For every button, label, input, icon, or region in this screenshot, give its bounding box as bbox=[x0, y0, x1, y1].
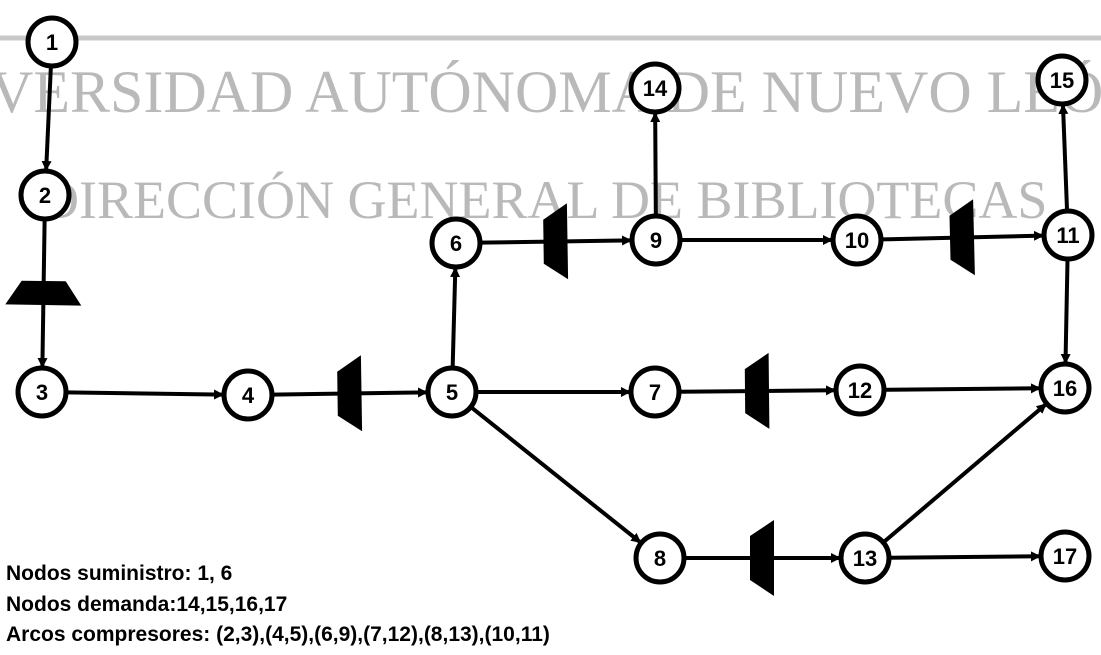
node-circle bbox=[425, 365, 479, 419]
compressor-7-12 bbox=[744, 352, 770, 429]
edge-1-2 bbox=[41, 65, 53, 172]
node-6: 6 bbox=[429, 216, 483, 270]
demand-nodes-caption: Nodos demanda:14,15,16,17 bbox=[6, 593, 288, 616]
node-2: 2 bbox=[18, 168, 72, 222]
node-circle bbox=[18, 168, 72, 222]
node-circle bbox=[633, 531, 687, 585]
node-circle bbox=[830, 213, 884, 267]
node-circle bbox=[1035, 53, 1089, 107]
node-label: 13 bbox=[853, 546, 877, 571]
edge-9-14 bbox=[650, 111, 661, 217]
node-circle bbox=[838, 531, 892, 585]
node-8: 8 bbox=[633, 531, 687, 585]
node-circle bbox=[25, 15, 79, 69]
compressor-6-9 bbox=[543, 203, 569, 280]
node-label: 15 bbox=[1050, 68, 1074, 93]
node-circle bbox=[1038, 529, 1092, 583]
watermark-university: VERSIDAD AUTÓNOMA DE NUEVO LEÓN bbox=[0, 59, 1101, 125]
node-label: 11 bbox=[1056, 223, 1079, 248]
edges-layer bbox=[37, 65, 1071, 563]
node-12: 12 bbox=[833, 363, 887, 417]
supply-nodes-caption: Nodos suministro: 1, 6 bbox=[6, 562, 233, 585]
node-circle bbox=[1038, 361, 1092, 415]
node-9: 9 bbox=[629, 213, 683, 267]
node-label: 1 bbox=[46, 30, 58, 55]
compressor-arcs-caption: Arcos compresores: (2,3),(4,5),(6,9),(7,… bbox=[6, 623, 550, 646]
node-label: 12 bbox=[848, 378, 872, 403]
node-label: 4 bbox=[242, 383, 255, 408]
compressor-4-5 bbox=[337, 355, 363, 432]
node-label: 7 bbox=[649, 380, 661, 405]
node-circle bbox=[833, 363, 887, 417]
node-5: 5 bbox=[425, 365, 479, 419]
node-label: 17 bbox=[1053, 544, 1077, 569]
edge-5-6 bbox=[450, 266, 461, 369]
edge-13-16 bbox=[881, 402, 1048, 544]
node-circle bbox=[429, 216, 483, 270]
edge-12-16 bbox=[883, 383, 1042, 394]
edge-11-16 bbox=[1060, 258, 1071, 365]
node-label: 5 bbox=[446, 380, 458, 405]
node-circle bbox=[1041, 208, 1095, 262]
node-circle bbox=[628, 61, 682, 115]
node-4: 4 bbox=[221, 368, 275, 422]
node-label: 14 bbox=[643, 76, 668, 101]
node-label: 9 bbox=[650, 228, 662, 253]
node-7: 7 bbox=[628, 365, 682, 419]
compressor-8-13 bbox=[750, 520, 774, 596]
node-circle bbox=[628, 365, 682, 419]
compressor-10-11 bbox=[949, 199, 975, 276]
node-11: 11 bbox=[1041, 208, 1095, 262]
node-14: 14 bbox=[628, 61, 682, 115]
node-15: 15 bbox=[1035, 53, 1089, 107]
node-3: 3 bbox=[15, 365, 69, 419]
node-label: 6 bbox=[450, 231, 462, 256]
node-10: 10 bbox=[830, 213, 884, 267]
node-label: 8 bbox=[654, 546, 666, 571]
node-label: 3 bbox=[36, 380, 48, 405]
node-13: 13 bbox=[838, 531, 892, 585]
node-1: 1 bbox=[25, 15, 79, 69]
edge-3-4 bbox=[65, 389, 225, 400]
node-label: 16 bbox=[1053, 376, 1077, 401]
node-circle bbox=[221, 368, 275, 422]
node-label: 10 bbox=[845, 228, 869, 253]
node-circle bbox=[15, 365, 69, 419]
compressors-layer bbox=[5, 199, 975, 596]
node-circle bbox=[629, 213, 683, 267]
edge-11-15 bbox=[1058, 103, 1070, 212]
node-16: 16 bbox=[1038, 361, 1092, 415]
edge-13-17 bbox=[888, 551, 1042, 562]
node-17: 17 bbox=[1038, 529, 1092, 583]
node-label: 2 bbox=[39, 183, 51, 208]
compressor-2-3 bbox=[5, 280, 82, 306]
edge-5-8 bbox=[469, 405, 642, 544]
